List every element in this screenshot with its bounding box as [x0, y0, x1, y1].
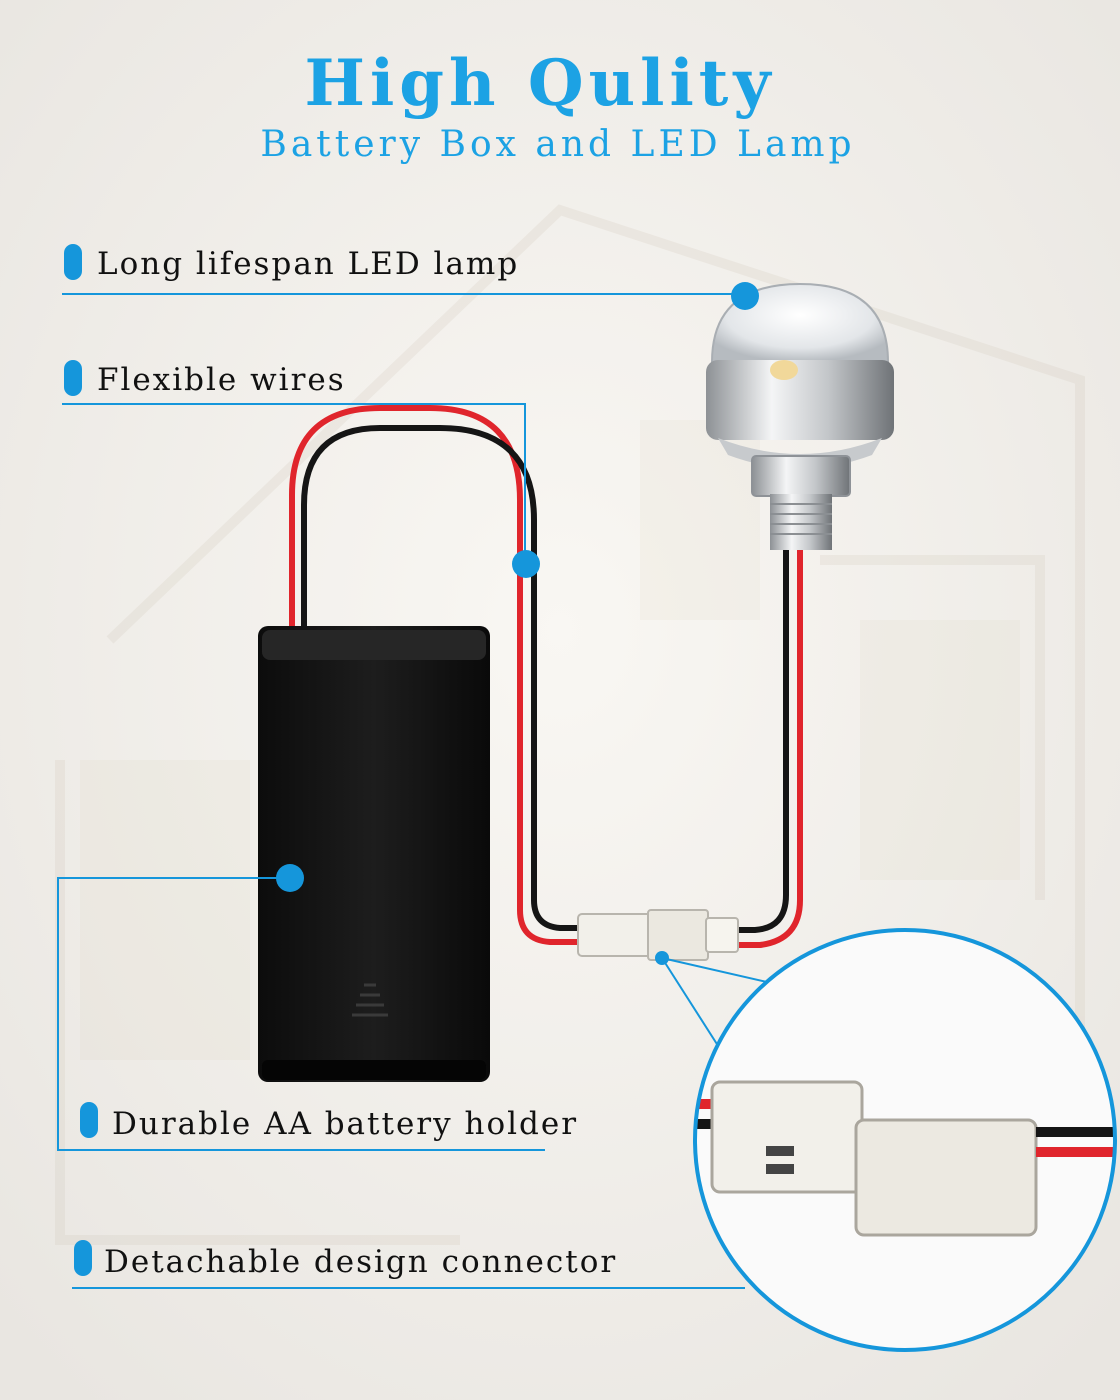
- callout-led-label: Long lifespan LED lamp: [97, 246, 520, 282]
- callout-marker-wires: [64, 360, 82, 396]
- callout-marker-battery: [80, 1102, 98, 1138]
- page-subtitle: Battery Box and LED Lamp: [260, 124, 856, 165]
- connector-icon: [577, 909, 739, 961]
- callout-marker-led: [64, 244, 82, 280]
- callout-connector-label: Detachable design connector: [104, 1244, 618, 1280]
- callout-battery-label: Durable AA battery holder: [112, 1106, 579, 1142]
- callout-marker-connector: [74, 1240, 92, 1276]
- battery-holder-icon: [258, 626, 490, 1082]
- page-title: High Qulity: [304, 46, 776, 121]
- callout-wires-label: Flexible wires: [97, 362, 346, 398]
- connector-zoom: [693, 928, 1117, 1352]
